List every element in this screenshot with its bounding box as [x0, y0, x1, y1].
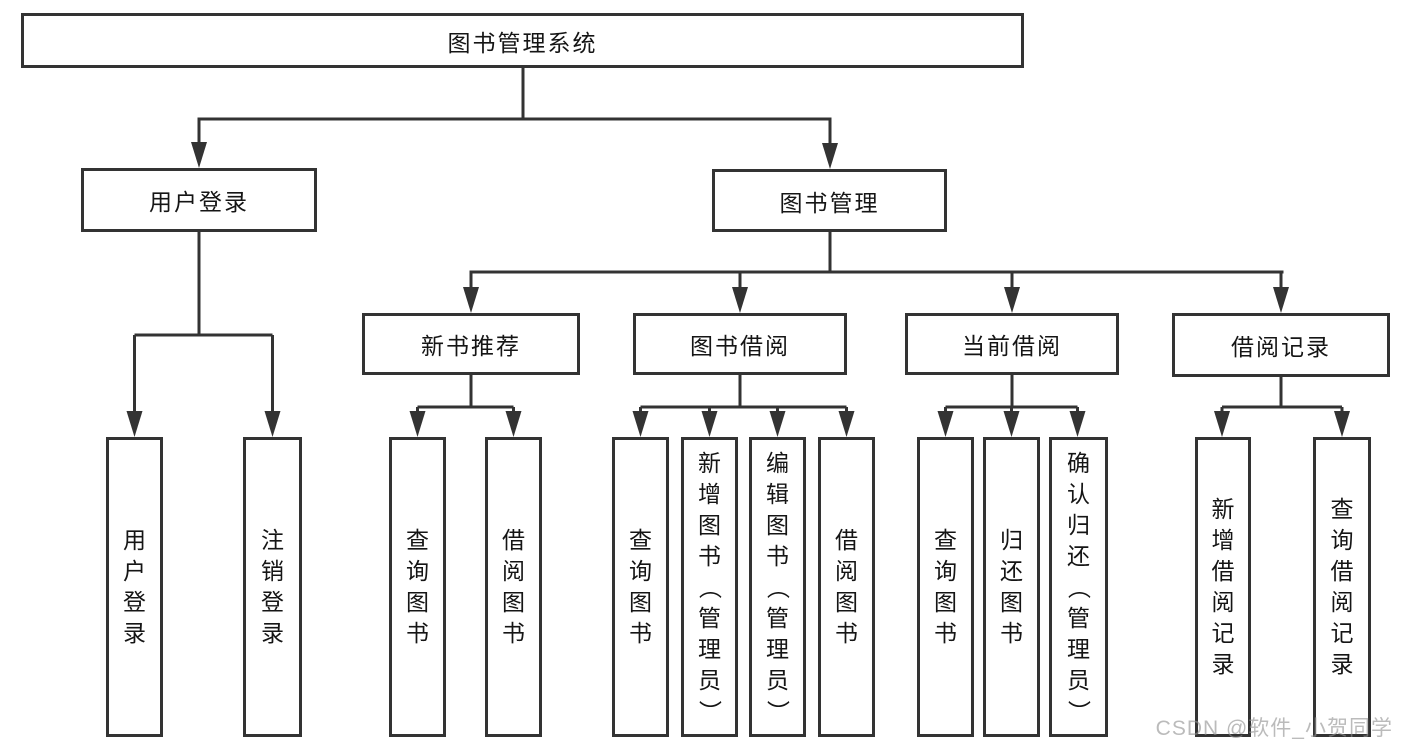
leaf-query-borrow-record: 查询借阅记录	[1313, 437, 1371, 737]
leaf-query-books-current: 查询图书	[917, 437, 974, 737]
leaf-return-book: 归还图书	[983, 437, 1040, 737]
node-book-borrowing: 图书借阅	[633, 313, 847, 375]
node-root-library-management-system: 图书管理系统	[21, 13, 1024, 68]
leaf-confirm-return-admin: 确认归还（管理员）	[1049, 437, 1108, 737]
leaf-logout: 注销登录	[243, 437, 302, 737]
leaf-user-login: 用户登录	[106, 437, 163, 737]
leaf-borrow-books-borrowing: 借阅图书	[818, 437, 875, 737]
node-borrowing-records: 借阅记录	[1172, 313, 1390, 377]
csdn-watermark: CSDN @软件_小贺同学	[1155, 717, 1393, 740]
node-new-book-recommend: 新书推荐	[362, 313, 580, 375]
node-book-management: 图书管理	[712, 169, 947, 232]
leaf-add-borrow-record: 新增借阅记录	[1195, 437, 1251, 737]
leaf-edit-book-admin: 编辑图书（管理员）	[749, 437, 806, 737]
leaf-query-books-recommend: 查询图书	[389, 437, 446, 737]
leaf-add-book-admin: 新增图书（管理员）	[681, 437, 738, 737]
node-user-login: 用户登录	[81, 168, 317, 232]
leaf-borrow-books-recommend: 借阅图书	[485, 437, 542, 737]
leaf-query-books-borrowing: 查询图书	[612, 437, 669, 737]
node-current-borrowing: 当前借阅	[905, 313, 1119, 375]
